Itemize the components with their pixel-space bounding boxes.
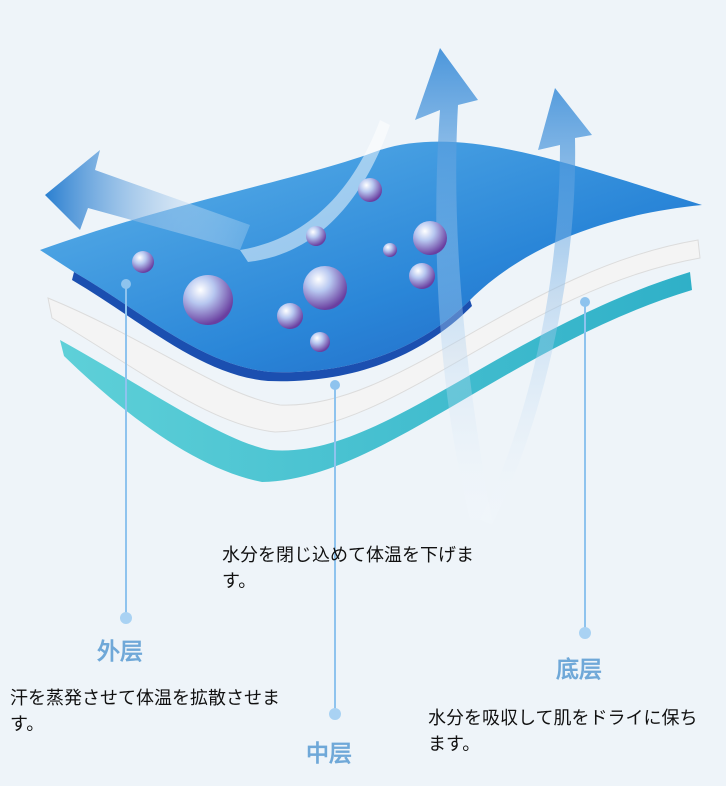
arrow-up-right-icon (480, 88, 592, 525)
leader-line-bottom (579, 297, 591, 639)
arrow-up-center-icon (415, 48, 492, 520)
leader-line-outer (120, 279, 132, 624)
bottom-layer (60, 272, 692, 482)
arrow-left-icon (45, 150, 250, 250)
water-droplets (132, 178, 447, 352)
bottom-layer-description: 水分を吸収して肌をドライに保ちます。 (428, 708, 698, 755)
middle-layer (47, 239, 701, 433)
outer-layer-label: 外层 (97, 639, 143, 665)
middle-layer-label: 中层 (306, 741, 352, 767)
bottom-layer-label: 底层 (556, 657, 602, 683)
middle-layer-description: 水分を閉じ込めて体温を下げます。 (222, 545, 474, 592)
outer-layer-description: 汗を蒸発させて体温を拡散させます。 (10, 688, 280, 735)
leader-line-middle (329, 380, 341, 720)
